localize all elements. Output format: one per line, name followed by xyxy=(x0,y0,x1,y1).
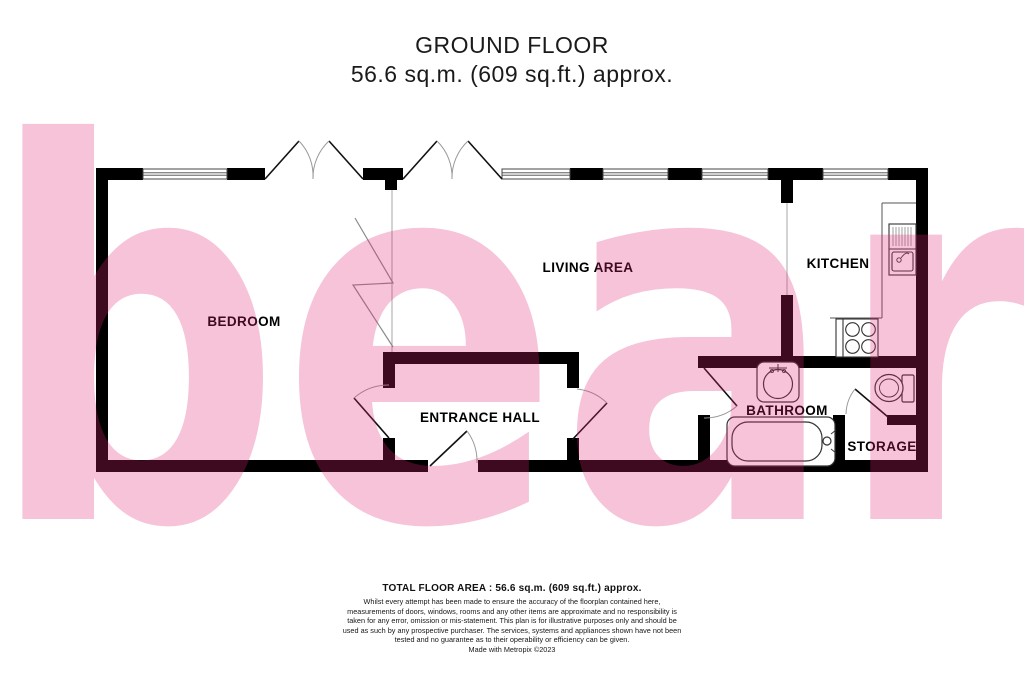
window-icon xyxy=(142,168,228,180)
walls xyxy=(96,168,928,472)
open-plan-divider-zigzag-icon xyxy=(351,217,395,348)
french-doors-icon xyxy=(402,140,503,180)
bathtub-icon xyxy=(726,416,837,467)
wall-right xyxy=(916,168,928,472)
wall-storage-divider xyxy=(833,415,845,472)
bathroom-sink-icon xyxy=(756,361,800,403)
wall-bedroom-partition-upper xyxy=(383,352,395,388)
wall-top-segment xyxy=(668,168,702,180)
hob-icon xyxy=(835,318,879,358)
metropix-credit: Made with Metropix ©2023 xyxy=(468,644,556,654)
wall-bathroom-top xyxy=(698,356,916,368)
room-label-entrance-hall: ENTRANCE HALL xyxy=(420,410,540,425)
wall-hall-stub-lower xyxy=(567,438,579,472)
door-icon xyxy=(845,388,889,418)
wall-hall-stub-upper xyxy=(567,352,579,388)
wall-kitchen-stub xyxy=(781,180,793,203)
windows xyxy=(142,168,889,180)
room-label-storage: STORAGE xyxy=(847,439,916,454)
footer: TOTAL FLOOR AREA : 56.6 sq.m. (609 sq.ft… xyxy=(0,583,1024,655)
wall-post-stub xyxy=(385,180,397,190)
room-label-living-area: LIVING AREA xyxy=(543,260,634,275)
dividers xyxy=(351,190,916,352)
wall-hall-top xyxy=(383,352,579,364)
floor-title: GROUND FLOOR xyxy=(415,32,609,58)
room-label-kitchen: KITCHEN xyxy=(807,256,870,271)
fixtures xyxy=(726,223,917,467)
wall-bathroom-left xyxy=(698,415,710,472)
kitchen-counter-icon xyxy=(830,202,916,319)
door-icon xyxy=(571,388,608,441)
floor-area-subtitle: 56.6 sq.m. (609 sq.ft.) approx. xyxy=(350,61,674,87)
wall-top-segment xyxy=(888,168,928,180)
window-icon xyxy=(501,168,571,180)
window-icon xyxy=(602,168,669,180)
wall-top-segment xyxy=(227,168,265,180)
doors xyxy=(264,140,889,467)
door-icon xyxy=(703,367,738,419)
room-label-bathroom: BATHROOM xyxy=(746,403,828,418)
wall-top-segment xyxy=(768,168,823,180)
agency-watermark: bear xyxy=(0,36,1024,642)
page-title: GROUND FLOOR 56.6 sq.m. (609 sq.ft.) app… xyxy=(0,31,1024,89)
wall-french-door-post xyxy=(363,168,403,180)
wall-bottom-segment xyxy=(478,460,928,472)
wall-left xyxy=(96,168,108,472)
kitchen-sink-icon xyxy=(888,223,917,276)
window-icon xyxy=(701,168,769,180)
wall-bedroom-partition-lower xyxy=(383,438,395,472)
wall-storage-stub xyxy=(887,415,916,425)
window-icon xyxy=(822,168,889,180)
room-labels: BEDROOM LIVING AREA KITCHEN ENTRANCE HAL… xyxy=(207,256,916,454)
wall-kitchen-partition xyxy=(781,295,793,361)
wall-top-segment xyxy=(96,168,143,180)
total-floor-area: TOTAL FLOOR AREA : 56.6 sq.m. (609 sq.ft… xyxy=(382,583,642,594)
disclaimer-text: Whilst every attempt has been made to en… xyxy=(342,597,682,645)
toilet-icon xyxy=(874,373,915,403)
door-icon xyxy=(353,384,390,439)
door-icon xyxy=(429,430,478,467)
room-label-bedroom: BEDROOM xyxy=(207,314,280,329)
wall-bottom-segment xyxy=(96,460,428,472)
wall-top-segment xyxy=(570,168,603,180)
french-doors-icon xyxy=(264,140,364,180)
